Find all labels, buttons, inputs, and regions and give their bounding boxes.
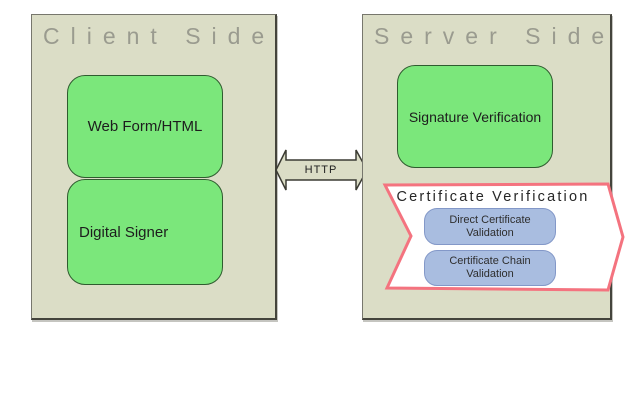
web-form-box: Web Form/HTML bbox=[67, 75, 223, 178]
direct-certificate-validation-box: Direct Certificate Validation bbox=[424, 208, 556, 245]
web-form-label: Web Form/HTML bbox=[87, 118, 203, 135]
digital-signer-box: Digital Signer bbox=[67, 179, 223, 285]
server-panel-title: Server Side bbox=[374, 23, 616, 49]
certificate-chain-validation-box: Certificate Chain Validation bbox=[424, 250, 556, 286]
http-label: HTTP bbox=[304, 164, 338, 176]
signature-verification-label: Signature Verification bbox=[408, 108, 542, 125]
certificate-verification-title: Certificate Verification bbox=[396, 189, 590, 205]
signature-verification-box: Signature Verification bbox=[397, 65, 553, 168]
direct-certificate-validation-label: Direct Certificate Validation bbox=[449, 213, 531, 239]
certificate-chain-validation-label: Certificate Chain Validation bbox=[449, 255, 531, 280]
digital-signer-label: Digital Signer bbox=[79, 223, 169, 241]
client-panel-title: Client Side bbox=[43, 23, 276, 49]
